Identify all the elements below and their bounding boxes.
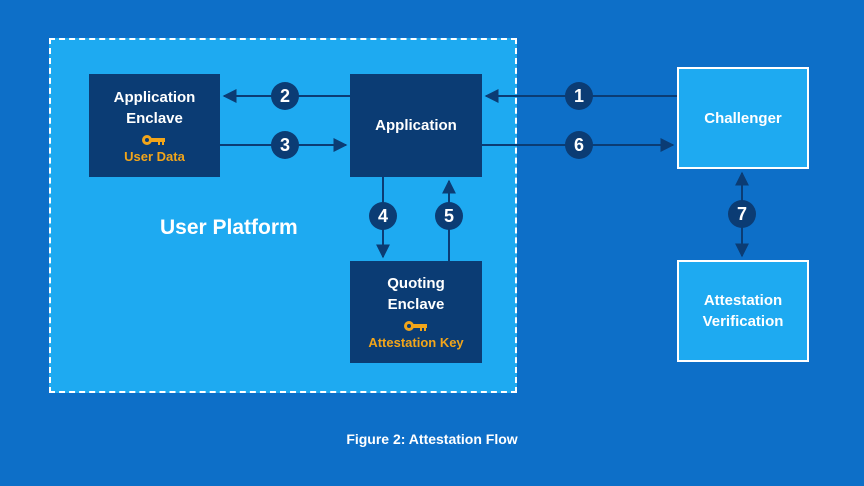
user-data-label: User Data <box>124 148 185 164</box>
platform-label: User Platform <box>160 216 298 239</box>
key-icon <box>142 134 166 145</box>
challenger-box: Challenger <box>677 67 809 169</box>
key-icon <box>403 321 427 331</box>
svg-text:6: 6 <box>574 135 584 155</box>
step-badge-6: 6 <box>565 131 593 159</box>
challenger-label: Challenger <box>704 109 782 127</box>
step-badge-4: 4 <box>369 202 397 230</box>
svg-text:4: 4 <box>378 206 388 226</box>
verification-line2: Verification <box>702 313 784 330</box>
application-enclave-box: Application Enclave User Data <box>89 74 220 177</box>
svg-text:3: 3 <box>280 135 290 155</box>
svg-text:7: 7 <box>737 204 747 224</box>
quoting-enclave-box: Quoting Enclave Attestation Key <box>350 261 482 363</box>
quoting-enclave-line1: Quoting <box>387 275 445 292</box>
step-badge-2: 2 <box>271 82 299 110</box>
step-badge-7: 7 <box>728 200 756 228</box>
step-badge-1: 1 <box>565 82 593 110</box>
app-enclave-line2: Enclave <box>126 109 183 127</box>
quoting-enclave-line2: Enclave <box>387 296 445 313</box>
application-box: Application <box>350 74 482 177</box>
application-label: Application <box>375 117 457 134</box>
svg-text:5: 5 <box>444 206 454 226</box>
verification-line1: Attestation <box>703 292 783 309</box>
svg-text:1: 1 <box>574 86 584 106</box>
step-badge-5: 5 <box>435 202 463 230</box>
svg-text:2: 2 <box>280 86 290 106</box>
attestation-verification-box: Attestation Verification <box>677 260 809 362</box>
figure-caption: Figure 2: Attestation Flow <box>346 431 518 447</box>
attestation-key-label: Attestation Key <box>368 335 464 350</box>
app-enclave-line1: Application <box>113 88 196 106</box>
step-badge-3: 3 <box>271 131 299 159</box>
